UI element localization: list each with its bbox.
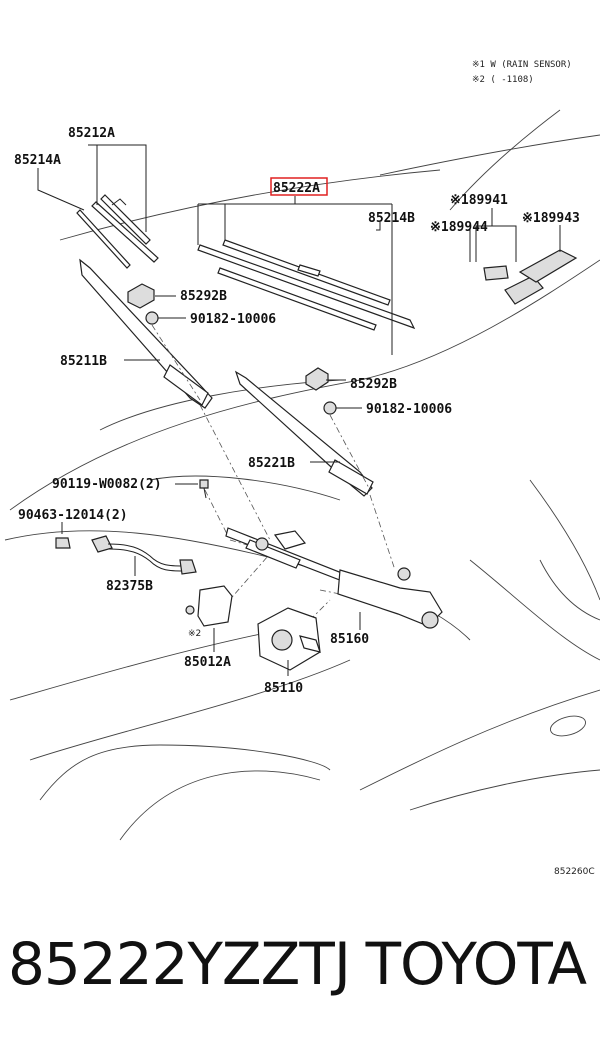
wiper-arm-right bbox=[234, 370, 374, 497]
part-number: 85222YZZTJ bbox=[8, 930, 351, 998]
label-85222A[interactable]: 85222A bbox=[273, 181, 320, 196]
label-89944[interactable]: ※189944 bbox=[430, 220, 488, 235]
label-89941[interactable]: ※189941 bbox=[450, 193, 508, 208]
figure-code: 852260C bbox=[554, 867, 595, 877]
label-82375B[interactable]: 82375B bbox=[106, 579, 153, 594]
label-90182-lower[interactable]: 90182-10006 bbox=[366, 402, 452, 417]
highlight-box-85222A bbox=[270, 177, 328, 196]
wiper-link-assembly bbox=[225, 527, 443, 630]
front-wiper-blade-right bbox=[197, 239, 416, 331]
label-85211B[interactable]: 85211B bbox=[60, 354, 107, 369]
label-89943[interactable]: ※189943 bbox=[522, 211, 580, 226]
label-85221B[interactable]: 85221B bbox=[248, 456, 295, 471]
footer-caption: 85222YZZTJ TOYOTA bbox=[0, 930, 600, 1020]
wiper-arm-cap-upper bbox=[127, 283, 186, 325]
label-85292B-lower[interactable]: 85292B bbox=[350, 377, 397, 392]
car-body-outline bbox=[4, 109, 600, 841]
wiper-arm-cap-lower bbox=[305, 367, 362, 415]
label-85214B[interactable]: 85214B bbox=[368, 211, 415, 226]
bolt-90119 bbox=[175, 479, 209, 499]
label-85012A[interactable]: 85012A bbox=[184, 655, 231, 670]
label-85212A[interactable]: 85212A bbox=[68, 126, 115, 141]
label-90119[interactable]: 90119-W0082(2) bbox=[52, 477, 162, 492]
wiper-motor bbox=[257, 607, 321, 676]
wiper-motor-bracket bbox=[185, 585, 233, 652]
note-rain-sensor: ※1 W (RAIN SENSOR) bbox=[472, 60, 572, 70]
front-wiper-blade-left bbox=[76, 194, 159, 269]
label-85160[interactable]: 85160 bbox=[330, 632, 369, 647]
label-90463[interactable]: 90463-12014(2) bbox=[18, 508, 128, 523]
brand-name: TOYOTA bbox=[365, 930, 587, 998]
rain-sensor-parts bbox=[469, 208, 578, 305]
label-90182-upper[interactable]: 90182-10006 bbox=[190, 312, 276, 327]
label-85110[interactable]: 85110 bbox=[264, 681, 303, 696]
label-85012A-note-mark: ※2 bbox=[188, 629, 201, 639]
note-date-range: ※2 ( -1108) bbox=[472, 75, 534, 85]
label-85214A[interactable]: 85214A bbox=[14, 153, 61, 168]
wiper-arm-left bbox=[79, 258, 213, 409]
clip-and-hose bbox=[55, 522, 197, 576]
label-85292B-upper[interactable]: 85292B bbox=[180, 289, 227, 304]
wiper-parts-diagram: ※1 W (RAIN SENSOR) ※2 ( -1108) 85212A 85… bbox=[4, 60, 600, 877]
